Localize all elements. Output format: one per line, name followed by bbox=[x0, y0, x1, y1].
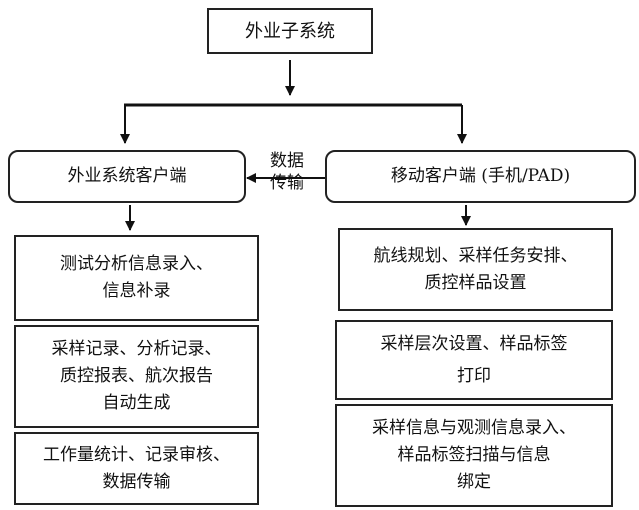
data-transfer-label: 数据 传输 bbox=[262, 150, 312, 194]
data-transfer-line-1: 数据 bbox=[270, 151, 304, 171]
left-module-2: 采样记录、分析记录、 质控报表、航次报告 自动生成 bbox=[14, 325, 259, 428]
field-client-label: 外业系统客户端 bbox=[67, 166, 187, 186]
mobile-client-label: 移动客户端 (手机/PAD) bbox=[390, 166, 571, 186]
data-transfer-line-2: 传输 bbox=[270, 173, 304, 193]
module-text-line: 采样记录、分析记录、 bbox=[51, 339, 222, 359]
module-text-line: 测试分析信息录入、 bbox=[60, 254, 213, 274]
module-text-line: 航线规划、采样任务安排、 bbox=[373, 245, 578, 266]
module-text-line: 工作量统计、记录审核、 bbox=[43, 444, 230, 465]
field-client-node: 外业系统客户端 bbox=[8, 150, 246, 203]
module-text-line: 绑定 bbox=[457, 472, 491, 492]
module-text-line: 质控报表、航次报告 bbox=[60, 366, 213, 386]
field-subsystem-label: 外业子系统 bbox=[245, 20, 335, 42]
module-text-line: 样品标签扫描与信息 bbox=[397, 445, 551, 465]
module-text-line: 打印 bbox=[457, 366, 491, 386]
module-text-line: 采样信息与观测信息录入、 bbox=[372, 418, 576, 438]
module-text-line: 采样层次设置、样品标签 bbox=[380, 334, 568, 354]
module-text-line: 信息补录 bbox=[102, 281, 171, 301]
left-module-3: 工作量统计、记录审核、 数据传输 bbox=[14, 432, 259, 505]
left-module-1: 测试分析信息录入、 信息补录 bbox=[14, 235, 259, 321]
right-module-2: 采样层次设置、样品标签 打印 bbox=[335, 320, 613, 400]
field-subsystem-node: 外业子系统 bbox=[207, 8, 373, 54]
module-text-line: 质控样品设置 bbox=[424, 272, 527, 293]
right-module-3: 采样信息与观测信息录入、 样品标签扫描与信息 绑定 bbox=[335, 404, 613, 507]
mobile-client-node: 移动客户端 (手机/PAD) bbox=[325, 150, 636, 203]
module-text-line: 数据传输 bbox=[102, 471, 171, 492]
right-module-1: 航线规划、采样任务安排、 质控样品设置 bbox=[338, 228, 613, 311]
module-text-line: 自动生成 bbox=[102, 393, 171, 413]
